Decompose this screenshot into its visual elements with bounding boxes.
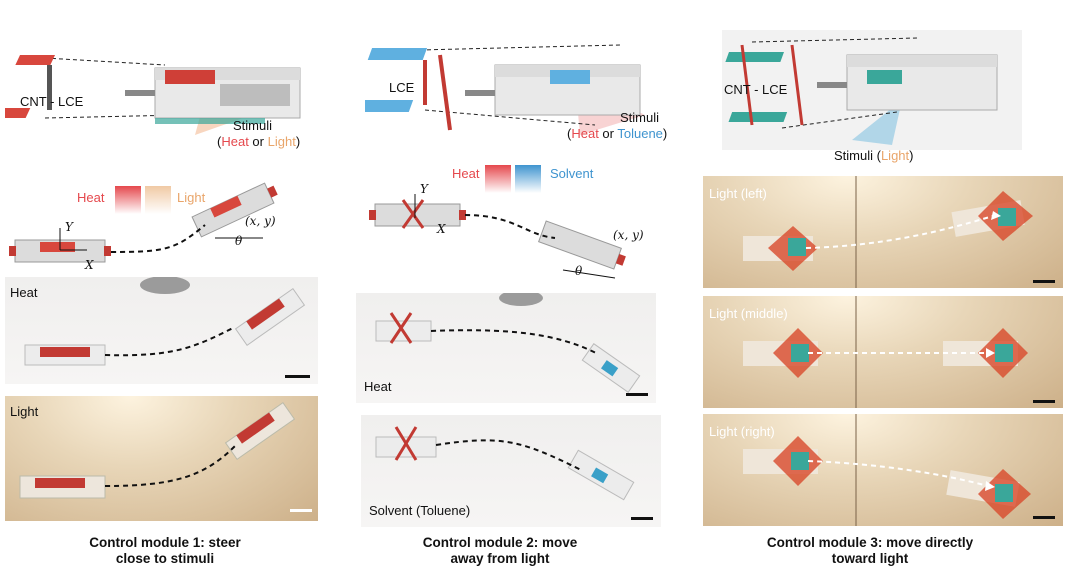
module1-stimuli-types: (Heat or Light) <box>217 134 300 149</box>
module2-photo-heat-label: Heat <box>364 379 392 394</box>
module2-render: LCE Stimuli (Heat or Toluene) <box>365 40 685 160</box>
module3-photo-left: Light (left) <box>703 176 1063 288</box>
module2-legend-solvent: Solvent <box>550 166 594 181</box>
paren-close: ) <box>662 126 668 141</box>
module3-photo-middle-drawing <box>743 296 1055 408</box>
module2-material-label: LCE <box>389 80 415 95</box>
module1-photo-light-label: Light <box>10 404 39 419</box>
paren-close: ) <box>909 148 914 163</box>
module3-photo-right: Light (right) <box>703 414 1063 526</box>
module2-stimuli-label: Stimuli <box>620 110 660 125</box>
module3-caption-line1: Control module 3: move directly <box>766 535 974 550</box>
module2-caption-line1: Control module 2: move <box>422 535 578 550</box>
module3-caption-line2: toward light <box>831 551 909 566</box>
module3-photo-middle: Light (middle) <box>703 296 1063 408</box>
module1-x-axis-label: X <box>85 258 94 272</box>
module3-render-drawing <box>722 30 1022 150</box>
module2-photo-heat: Heat <box>356 293 656 403</box>
module1-render: CNT - LCE Stimuli (Heat or Light) <box>5 40 315 160</box>
module1-photo-light: Light <box>5 396 318 521</box>
module1-stimuli-label: Stimuli <box>233 118 273 133</box>
module3-photo-left-label: Light (left) <box>709 186 767 201</box>
module2-render-drawing <box>365 44 645 135</box>
module1-photo-heat-drawing <box>24 277 310 378</box>
heat-word: Heat <box>571 126 599 141</box>
module1-photo-heat: Heat <box>5 277 318 384</box>
module3-material-label: CNT - LCE <box>724 82 788 97</box>
module1-legend-heat: Heat <box>77 190 105 205</box>
module2-photo-solvent-drawing <box>375 426 653 520</box>
module2-stimuli-types: (Heat or Toluene) <box>567 126 667 141</box>
module1-material-label: CNT - LCE <box>20 94 84 109</box>
module3-stimuli-label: Stimuli (Light) <box>834 148 914 163</box>
module2-schematic: Heat Solvent Y X (x, y) θ <box>365 160 685 285</box>
toluene-word: Toluene <box>617 126 663 141</box>
module3-render: CNT - LCE Stimuli (Light) <box>722 30 1022 165</box>
module2-photo-heat-drawing <box>375 293 648 396</box>
paren-open: ( <box>567 126 572 141</box>
module2-caption-line2: away from light <box>450 551 550 566</box>
module1-caption: Control module 1: steer close to stimuli <box>60 535 270 567</box>
paren-open: ( <box>217 134 222 149</box>
module2-xy-label: (x, y) <box>613 228 644 242</box>
module1-theta-label: θ <box>235 234 243 248</box>
module1-render-drawing <box>5 55 301 135</box>
module2-theta-label: θ <box>575 264 583 278</box>
module1-schematic: Heat Light Y X (x, y) θ <box>5 180 315 275</box>
module2-caption: Control module 2: move away from light <box>400 535 600 567</box>
module2-photo-solvent: Solvent (Toluene) <box>361 415 661 527</box>
module1-legend-light: Light <box>177 190 206 205</box>
paren-close: ) <box>295 134 301 149</box>
or-word: or <box>598 126 618 141</box>
or-word: or <box>248 134 268 149</box>
module3-photo-right-drawing <box>743 414 1055 526</box>
light-word: Light <box>267 134 296 149</box>
light-word: Light <box>880 148 910 163</box>
module2-legend-heat: Heat <box>452 166 480 181</box>
module1-y-axis-label: Y <box>65 220 73 234</box>
module3-caption: Control module 3: move directly toward l… <box>745 535 995 567</box>
module1-caption-line2: close to stimuli <box>115 551 215 566</box>
module1-caption-line1: Control module 1: steer <box>89 535 241 550</box>
module1-photo-heat-label: Heat <box>10 285 38 300</box>
module2-x-axis-label: X <box>437 222 446 236</box>
heat-word: Heat <box>221 134 249 149</box>
module2-schematic-drawing <box>369 165 626 279</box>
module3-photo-middle-label: Light (middle) <box>709 306 788 321</box>
stimuli-word: Stimuli ( <box>834 148 881 163</box>
module1-schematic-drawing <box>9 182 278 263</box>
module1-photo-light-drawing <box>19 402 312 512</box>
module3-photo-left-drawing <box>743 176 1055 288</box>
module3-photo-right-label: Light (right) <box>709 424 775 439</box>
module1-xy-label: (x, y) <box>245 214 276 228</box>
module2-photo-solvent-label: Solvent (Toluene) <box>369 503 471 518</box>
module2-y-axis-label: Y <box>420 182 428 196</box>
